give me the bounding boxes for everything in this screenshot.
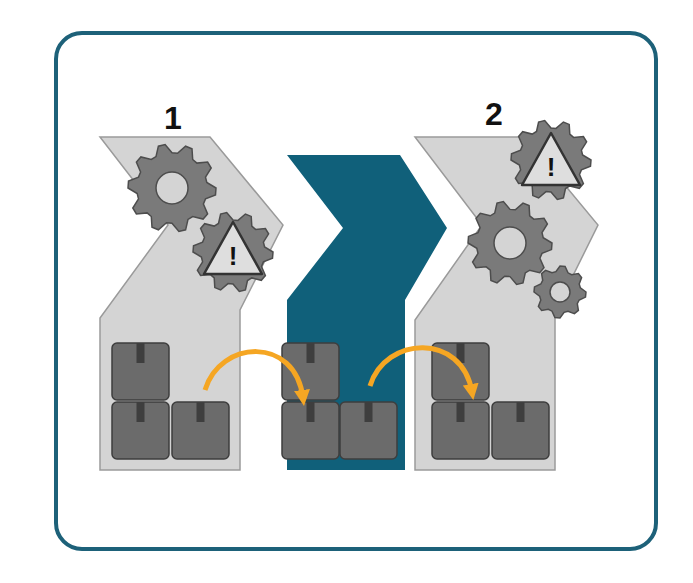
- package-box: [112, 343, 169, 400]
- step-number: 2: [485, 98, 503, 130]
- boxes: [112, 343, 549, 459]
- transfer-arrow: [205, 352, 303, 398]
- package-box: [492, 402, 549, 459]
- process-chevron: [100, 137, 283, 470]
- box-body: [432, 402, 489, 459]
- package-box: [282, 343, 339, 400]
- gear-icon: [128, 145, 216, 232]
- box-tape: [307, 402, 315, 422]
- warning-triangle: [522, 133, 580, 185]
- box-tape: [137, 402, 145, 422]
- box-body: [340, 402, 397, 459]
- warning-triangle: [204, 222, 262, 274]
- gear-icon: [511, 121, 591, 200]
- process-chevron: [415, 137, 598, 470]
- box-body: [492, 402, 549, 459]
- gear-icon: [468, 202, 552, 285]
- box-body: [282, 343, 339, 400]
- warning-mark: !: [229, 243, 238, 269]
- package-box: [172, 402, 229, 459]
- box-tape: [365, 402, 373, 422]
- gear-hole: [494, 227, 526, 259]
- box-tape: [517, 402, 525, 422]
- frame: [56, 33, 656, 549]
- gear-icon: [534, 266, 586, 318]
- box-tape: [457, 402, 465, 422]
- gear-icon: [193, 213, 273, 292]
- step-number: 1: [164, 102, 182, 134]
- gear-hole: [156, 172, 188, 204]
- box-body: [112, 402, 169, 459]
- box-body: [282, 402, 339, 459]
- box-tape: [197, 402, 205, 422]
- package-box: [432, 402, 489, 459]
- gears: [128, 121, 591, 319]
- gear-hole: [550, 282, 570, 302]
- warning-mark: !: [547, 154, 556, 180]
- package-box: [340, 402, 397, 459]
- box-body: [112, 343, 169, 400]
- box-tape: [307, 343, 315, 363]
- transfer-arrow: [370, 348, 472, 392]
- package-box: [282, 402, 339, 459]
- box-tape: [137, 343, 145, 363]
- package-box: [112, 402, 169, 459]
- box-body: [172, 402, 229, 459]
